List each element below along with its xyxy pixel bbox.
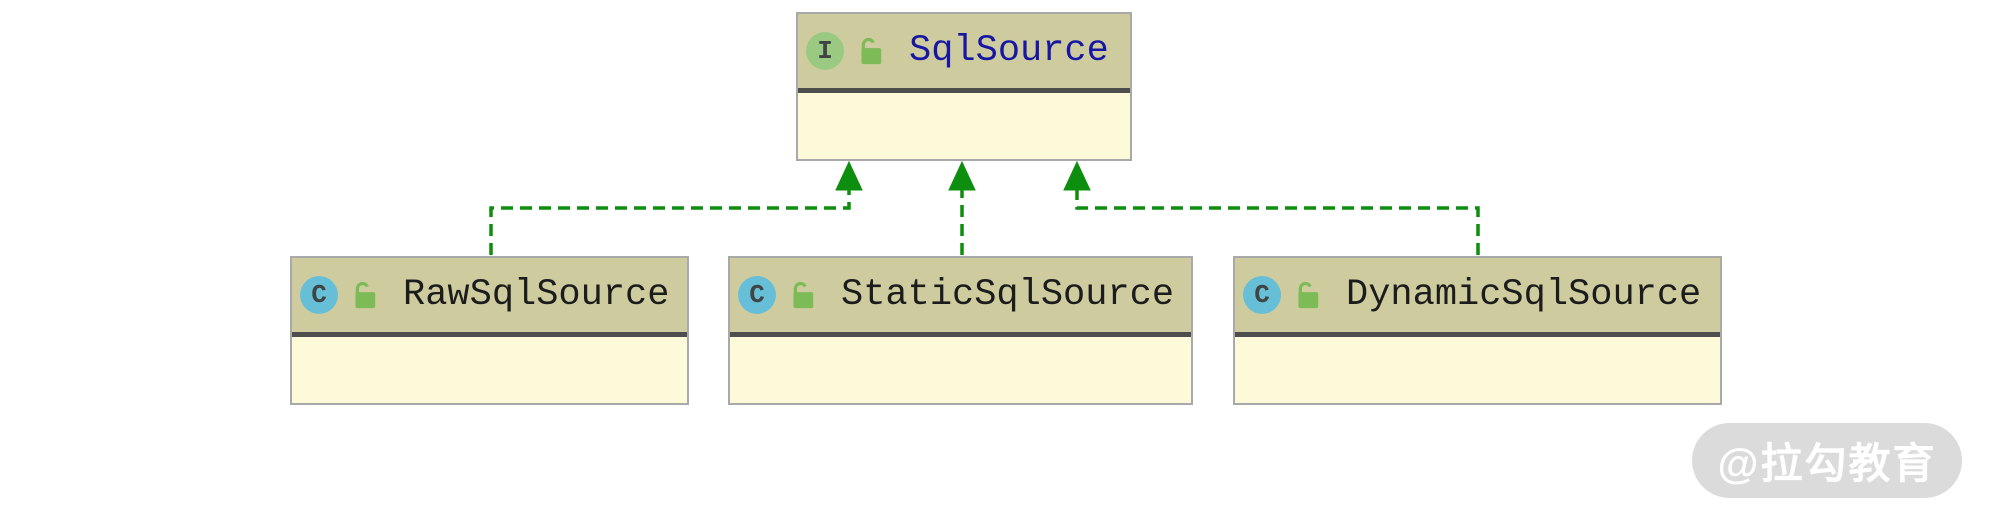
class-box-dynamicsqlsource[interactable]: C DynamicSqlSource — [1233, 256, 1722, 405]
class-box-body — [1235, 337, 1720, 403]
unlocked-padlock-icon — [793, 281, 814, 309]
class-box-body — [730, 337, 1191, 403]
watermark-text: @拉勾教育 — [1717, 440, 1937, 487]
interface-name: SqlSource — [909, 30, 1109, 72]
class-name: StaticSqlSource — [841, 274, 1175, 316]
header-separator — [730, 332, 1191, 337]
class-box-body — [292, 337, 687, 403]
interface-box-body — [798, 93, 1130, 159]
interface-box-header: I SqlSource — [798, 14, 1130, 88]
class-name: RawSqlSource — [403, 274, 670, 316]
header-separator — [1235, 332, 1720, 337]
unlocked-padlock-icon — [355, 281, 376, 309]
connector-dynamicsqlsource-implements-sqlsource — [1063, 160, 1480, 255]
unlocked-padlock-icon — [861, 37, 882, 65]
class-icon: C — [738, 276, 776, 314]
class-icon: C — [1243, 276, 1281, 314]
class-box-header: C DynamicSqlSource — [1235, 258, 1720, 332]
interface-box-sqlsource[interactable]: I SqlSource — [796, 12, 1132, 161]
interface-icon: I — [806, 32, 844, 70]
watermark-badge: @拉勾教育 — [1692, 423, 1962, 498]
class-box-header: C RawSqlSource — [292, 258, 687, 332]
header-separator — [292, 332, 687, 337]
connector-staticsqlsource-implements-sqlsource — [948, 160, 976, 255]
class-name: DynamicSqlSource — [1346, 274, 1702, 316]
connector-rawsqlsource-implements-sqlsource — [489, 160, 863, 255]
class-box-staticsqlsource[interactable]: C StaticSqlSource — [728, 256, 1193, 405]
class-icon: C — [300, 276, 338, 314]
class-box-header: C StaticSqlSource — [730, 258, 1191, 332]
header-separator — [798, 88, 1130, 93]
unlocked-padlock-icon — [1298, 281, 1319, 309]
class-box-rawsqlsource[interactable]: C RawSqlSource — [290, 256, 689, 405]
